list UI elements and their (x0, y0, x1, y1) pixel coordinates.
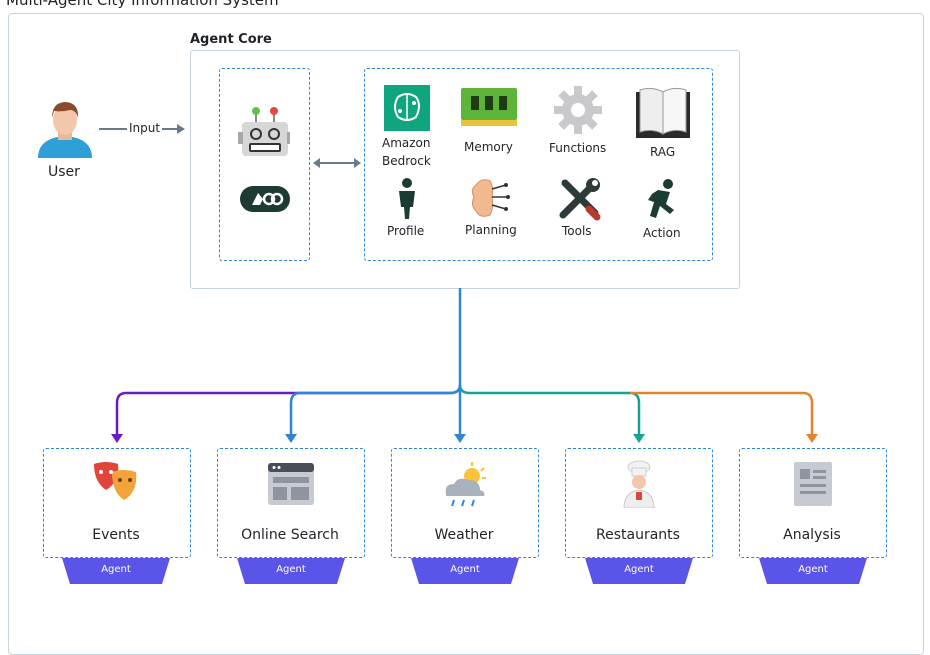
agent-tag-weather: Agent (411, 558, 519, 584)
agent-box-online-search (217, 448, 365, 558)
chef-icon (623, 460, 655, 508)
agent-tag-label: Agent (624, 564, 654, 575)
input-label: Input (127, 121, 163, 135)
agent-tag-events: Agent (62, 558, 170, 584)
memory-chip-icon (461, 88, 517, 126)
agent-box-events (43, 448, 191, 558)
capability-label-planning: Planning (465, 223, 517, 237)
document-icon (794, 462, 832, 506)
user-avatar-icon (38, 102, 92, 158)
agent-tag-label: Agent (276, 564, 306, 575)
agent-box-weather (391, 448, 539, 558)
agent-box-analysis (739, 448, 887, 558)
connector-lines (111, 288, 818, 443)
wrench-screwdriver-icon (559, 178, 601, 221)
capability-label-tools: Tools (562, 224, 592, 238)
agent-core-label: Agent Core (190, 32, 272, 47)
capability-label-memory: Memory (464, 140, 513, 154)
amazon-bedrock-icon (384, 85, 430, 131)
capabilities-group (364, 68, 713, 261)
robot-icon (238, 107, 290, 156)
agent-tag-label: Agent (101, 564, 131, 575)
person-icon (399, 178, 415, 219)
theater-masks-icon (94, 462, 137, 500)
running-person-icon (648, 179, 674, 218)
agent-name-events: Events (92, 527, 140, 543)
agent-name-online-search: Online Search (241, 527, 339, 543)
agent-tag-online-search: Agent (237, 558, 345, 584)
agent-tag-analysis: Agent (759, 558, 867, 584)
prompt-link-icon (240, 186, 290, 212)
user-label: User (48, 164, 80, 180)
capability-label-rag: RAG (650, 145, 676, 159)
agent-box-restaurants (565, 448, 713, 558)
capability-label-bedrock: Amazon (382, 136, 431, 150)
capability-label-functions: Functions (549, 141, 607, 155)
agent-identity-group (219, 68, 310, 261)
agent-name-weather: Weather (434, 527, 494, 543)
book-icon (636, 87, 690, 138)
capability-label-profile: Profile (387, 224, 425, 238)
gear-icon (554, 86, 602, 134)
agent-name-restaurants: Restaurants (596, 527, 680, 543)
agent-tag-label: Agent (450, 564, 480, 575)
browser-window-icon (268, 463, 314, 505)
cloud-sun-rain-icon (445, 462, 486, 507)
page-title: Multi-Agent City Information System (6, 0, 279, 9)
capability-label-bedrock-2: Bedrock (382, 154, 431, 168)
bidirectional-arrow (313, 158, 361, 168)
capability-label-action: Action (643, 226, 681, 240)
agent-name-analysis: Analysis (783, 527, 841, 543)
agent-tag-label: Agent (798, 564, 828, 575)
brain-icon (471, 179, 510, 217)
agent-tag-restaurants: Agent (585, 558, 693, 584)
